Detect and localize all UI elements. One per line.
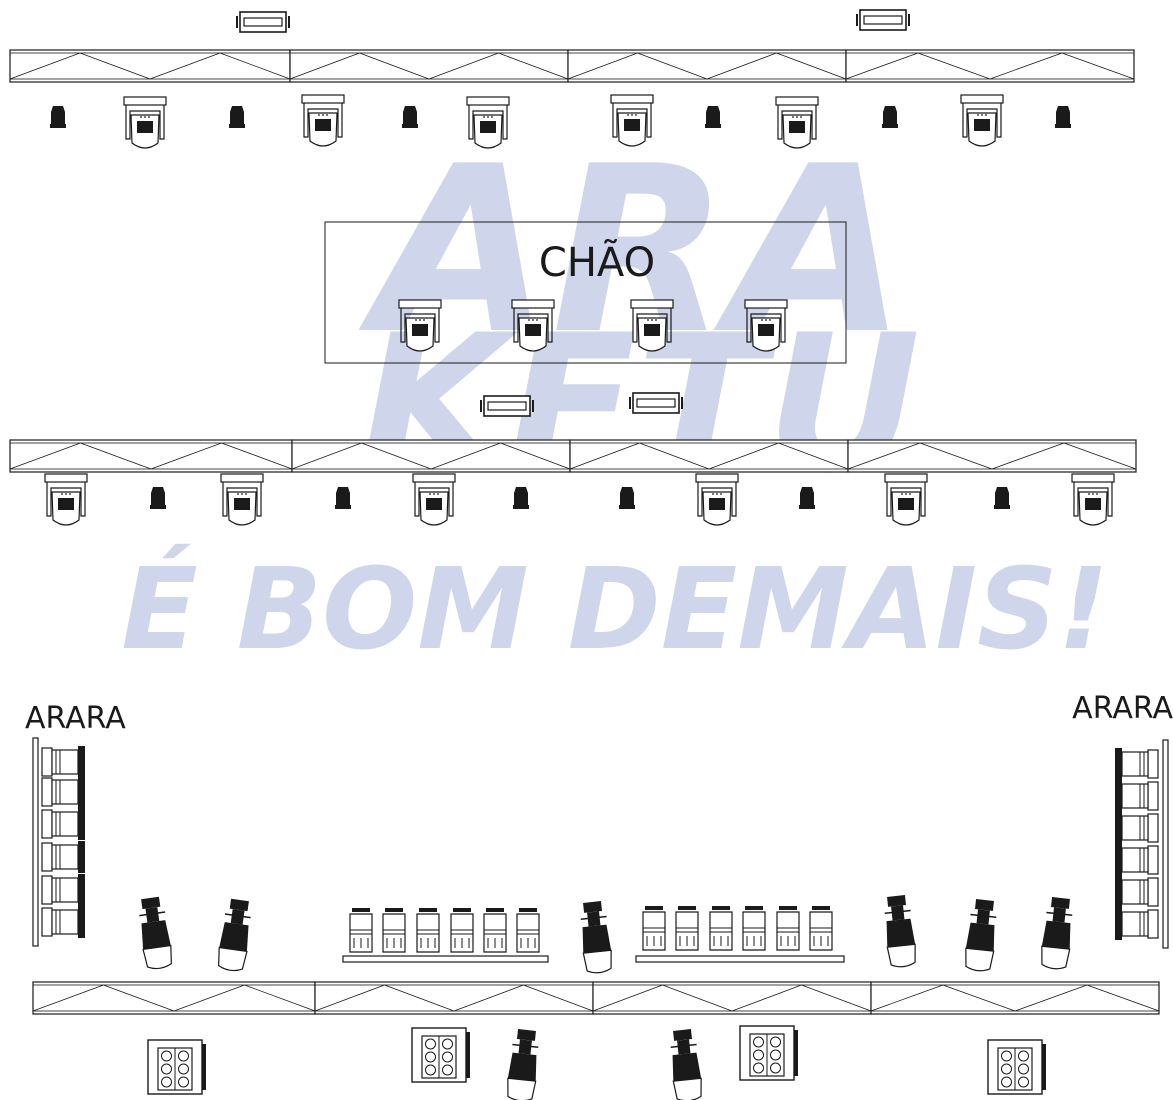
par-fixture <box>994 487 1010 509</box>
rack-par-fixture <box>41 841 85 873</box>
par-fixture <box>705 106 721 128</box>
rack-par-fixture <box>1115 908 1159 940</box>
truss-segment <box>870 981 1160 1015</box>
profile-spot-fixture <box>884 895 916 968</box>
par-fixture <box>799 487 815 509</box>
rack-right-pole <box>1162 739 1169 949</box>
profile-spot-fixture <box>580 901 612 974</box>
moving-head-fixture <box>412 473 456 526</box>
strobe-fixture <box>480 395 534 417</box>
moving-head-fixture <box>695 473 739 526</box>
bar-par-fixture <box>516 908 540 953</box>
bar-par-fixture <box>776 906 800 951</box>
blinder-box-fixture <box>739 1025 798 1081</box>
truss-segment <box>314 981 594 1015</box>
par-fixture <box>229 106 245 128</box>
rack-par-fixture <box>41 746 85 778</box>
moving-head-fixture <box>884 473 928 526</box>
strobe-fixture <box>629 392 683 414</box>
moving-head-fixture <box>630 299 674 352</box>
moving-head-fixture <box>220 473 264 526</box>
par-fixture <box>50 106 66 128</box>
par-fixture <box>882 106 898 128</box>
truss-segment <box>845 49 1135 83</box>
truss-segment <box>291 439 571 473</box>
blinder-box-fixture <box>411 1027 470 1083</box>
truss-segment <box>567 49 847 83</box>
bar-par-fixture <box>483 908 507 953</box>
moving-head-fixture <box>466 96 510 149</box>
moving-head-fixture <box>398 299 442 352</box>
bar-par-fixture <box>675 906 699 951</box>
bar-par-fixture <box>416 908 440 953</box>
par-fixture <box>335 487 351 509</box>
truss-segment <box>9 49 291 83</box>
watermark-line-3: É BOM DEMAIS! <box>121 543 1109 675</box>
bar-par-fixture <box>642 906 666 951</box>
floor-bar-right <box>635 955 845 963</box>
rack-par-fixture <box>41 874 85 906</box>
truss-segment <box>9 439 293 473</box>
floor-bar-left <box>342 955 549 963</box>
moving-head-fixture <box>960 94 1004 147</box>
profile-spot-fixture <box>670 1029 702 1100</box>
profile-spot-fixture <box>507 1029 539 1100</box>
rack-par-fixture <box>1115 844 1159 876</box>
moving-head-fixture <box>44 473 88 526</box>
moving-head-fixture <box>511 299 555 352</box>
par-fixture <box>1055 106 1071 128</box>
truss-segment <box>569 439 849 473</box>
profile-spot-fixture <box>218 898 251 972</box>
strobe-fixture <box>236 11 290 33</box>
rack-right-label: ARARA <box>1072 691 1173 726</box>
profile-spot-fixture <box>965 899 997 972</box>
profile-spot-fixture <box>139 896 172 970</box>
blinder-box-fixture <box>147 1039 206 1095</box>
truss-segment <box>32 981 316 1015</box>
moving-head-fixture <box>775 96 819 149</box>
truss-segment <box>289 49 569 83</box>
moving-head-fixture <box>610 94 654 147</box>
bar-par-fixture <box>709 906 733 951</box>
par-fixture <box>513 487 529 509</box>
bar-par-fixture <box>450 908 474 953</box>
bar-par-fixture <box>382 908 406 953</box>
truss-segment <box>847 439 1137 473</box>
par-fixture <box>619 487 635 509</box>
fixtures <box>9 9 1169 1100</box>
par-fixture <box>150 487 166 509</box>
moving-head-fixture <box>744 299 788 352</box>
rack-par-fixture <box>1115 780 1159 812</box>
moving-head-fixture <box>123 96 167 149</box>
bar-par-fixture <box>349 908 373 953</box>
moving-head-fixture <box>301 94 345 147</box>
par-fixture <box>402 106 418 128</box>
rack-par-fixture <box>1115 812 1159 844</box>
floor-area <box>324 221 847 364</box>
rack-par-fixture <box>1115 876 1159 908</box>
watermark: ARA KETU É BOM DEMAIS! <box>121 118 1109 675</box>
bar-par-fixture <box>809 906 833 951</box>
rack-par-fixture <box>41 808 85 840</box>
strobe-fixture <box>856 9 910 31</box>
rack-par-fixture <box>41 776 85 808</box>
rack-left-label: ARARA <box>25 701 126 736</box>
floor-label: CHÃO <box>539 238 655 286</box>
bar-par-fixture <box>742 906 766 951</box>
rack-left-pole <box>32 737 39 947</box>
rack-par-fixture <box>1115 748 1159 780</box>
rack-par-fixture <box>41 906 85 938</box>
profile-spot-fixture <box>1041 897 1073 970</box>
blinder-box-fixture <box>987 1039 1046 1095</box>
truss-segment <box>592 981 872 1015</box>
moving-head-fixture <box>1071 473 1115 526</box>
